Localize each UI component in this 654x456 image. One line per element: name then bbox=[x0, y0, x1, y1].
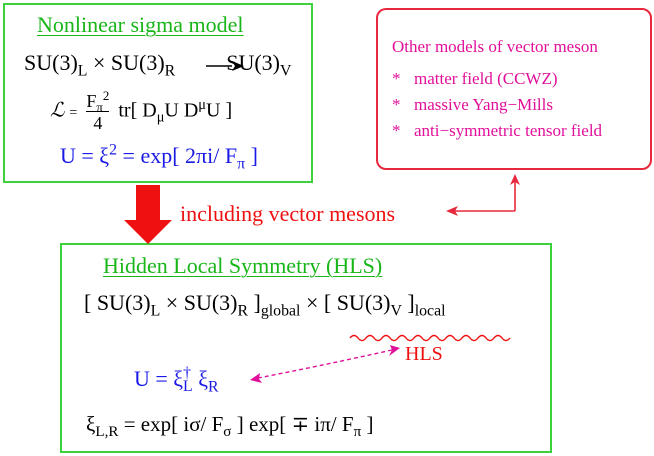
lagrangian-equation: ℒ = Fπ2 4 tr[ DμU DμU ] bbox=[50, 88, 233, 133]
hls-symmetry-equation: [ SU(3)L × SU(3)R ]global × [ SU(3)V ]lo… bbox=[84, 290, 446, 320]
right-arrow-icon bbox=[206, 61, 244, 71]
field-definition-equation: U = ξ2 = exp[ 2πi/ Fπ ] bbox=[60, 141, 258, 173]
list-item: *massive Yang−Mills bbox=[392, 95, 553, 114]
hls-title: Hidden Local Symmetry (HLS) bbox=[103, 253, 383, 278]
connector-arrow-icon bbox=[455, 182, 516, 212]
sigma-model-box bbox=[3, 3, 313, 183]
list-item: *anti−symmetric tensor field bbox=[392, 121, 603, 140]
hls-field-equation: U = ξ†L ξR bbox=[134, 364, 219, 396]
sigma-model-title: Nonlinear sigma model bbox=[37, 12, 244, 37]
list-item: *matter field (CCWZ) bbox=[392, 69, 558, 88]
arrow-head-icon bbox=[446, 206, 458, 216]
hls-box bbox=[60, 243, 552, 453]
hls-tag: HLS bbox=[405, 343, 443, 365]
arrow-head-icon bbox=[510, 174, 520, 185]
wavy-underline-icon bbox=[349, 334, 511, 342]
symmetry-breaking-equation: SU(3)L × SU(3)R SU(3)V bbox=[24, 50, 292, 80]
other-models-box bbox=[376, 8, 652, 170]
xi-definition-equation: ξL,R = exp[ iσ/ Fσ ] exp[ ∓ iπ/ Fπ ] bbox=[86, 412, 374, 441]
vector-mesons-label: including vector mesons bbox=[180, 201, 396, 226]
dashed-double-arrow-icon bbox=[250, 345, 400, 383]
down-arrow-icon bbox=[124, 185, 172, 244]
other-models-title: Other models of vector meson bbox=[392, 37, 598, 56]
